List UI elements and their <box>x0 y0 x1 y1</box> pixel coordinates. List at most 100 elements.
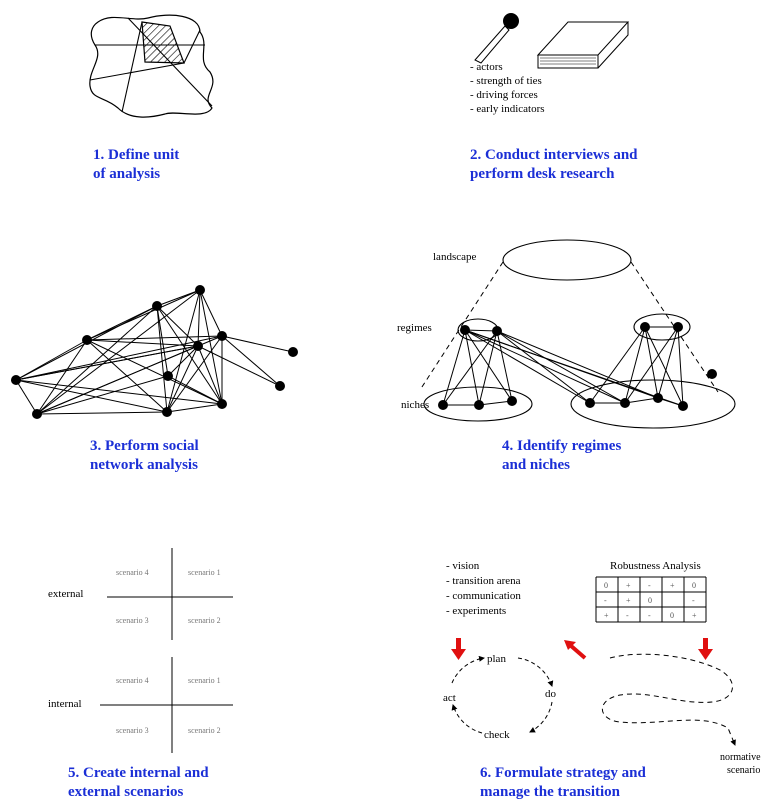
red-arrow-down-right <box>698 638 713 660</box>
robustness-cell: 0 <box>648 596 652 605</box>
network-node <box>288 347 298 357</box>
network-edge <box>15 379 38 415</box>
network-edge <box>199 289 223 337</box>
robustness-cell: + <box>692 611 697 620</box>
network-node <box>163 371 173 381</box>
internal-scenario-3: scenario 3 <box>116 726 149 735</box>
regime-niche-edge <box>442 330 498 406</box>
regime-niche-edge <box>496 330 659 399</box>
network-node <box>193 341 203 351</box>
network-edge <box>36 411 168 415</box>
network-edge <box>166 345 199 413</box>
caption-step-1-line1: 1. Define unit <box>93 147 180 163</box>
actor-node <box>507 396 517 406</box>
network-edge <box>36 339 88 415</box>
caption-step-3: 3. Perform social network analysis <box>90 437 199 475</box>
actor-node <box>460 325 470 335</box>
regime-niche-edge <box>478 400 513 406</box>
internal-scenario-2: scenario 2 <box>188 726 221 735</box>
actor-node <box>492 326 502 336</box>
regime-niche-edge <box>442 329 466 406</box>
caption-step-2: 2. Conduct interviews and perform desk r… <box>470 146 638 184</box>
regime-niche-edge <box>624 326 646 404</box>
caption-step-4-line2: and niches <box>502 457 570 473</box>
panel2-bullet-0: - actors <box>470 61 503 73</box>
actor-node <box>653 393 663 403</box>
actor-node <box>640 322 650 332</box>
network-node <box>32 409 42 419</box>
actor-node <box>474 400 484 410</box>
actor-node <box>620 398 630 408</box>
robustness-cell: + <box>604 611 609 620</box>
network-edge <box>86 339 223 405</box>
external-scenario-2: scenario 2 <box>188 616 221 625</box>
normative-label-line1: normative <box>720 752 761 763</box>
robustness-cell: + <box>626 596 631 605</box>
network-edge <box>221 335 281 387</box>
panel6-bullet-2: - communication <box>446 590 521 602</box>
network-edge <box>156 305 169 377</box>
caption-step-6-line2: manage the transition <box>480 784 620 800</box>
network-edge <box>197 289 201 347</box>
strategy-figure: - vision - transition arena - communicat… <box>443 560 761 776</box>
network-edge <box>167 345 199 377</box>
microphone-icon <box>503 13 519 29</box>
robustness-cell: - <box>692 596 695 605</box>
caption-step-4-line1: 4. Identify regimes <box>502 438 622 454</box>
internal-scenario-4: scenario 4 <box>116 676 149 685</box>
caption-step-5-line1: 5. Create internal and <box>68 765 209 781</box>
regime-niche-edge <box>496 330 591 404</box>
robustness-title: Robustness Analysis <box>610 560 701 572</box>
regime-niche-edge <box>464 329 480 406</box>
regime-niche-edge <box>657 326 679 399</box>
robustness-cell: 0 <box>670 611 674 620</box>
interview-figure: - actors - strength of ties - driving fo… <box>470 13 630 115</box>
actor-node <box>707 369 717 379</box>
actor-node <box>585 398 595 408</box>
regimes-label: regimes <box>397 322 432 334</box>
red-arrow-diagonal <box>564 640 587 660</box>
actor-node <box>678 401 688 411</box>
landscape-label: landscape <box>433 251 476 263</box>
network-node <box>162 407 172 417</box>
cycle-plan: plan <box>487 653 506 665</box>
caption-step-2-line2: perform desk research <box>470 166 615 182</box>
regimes-niches-figure: landscape regimes niches <box>397 239 736 429</box>
regime-niche-edge <box>464 329 498 332</box>
network-node <box>195 285 205 295</box>
external-scenario-3: scenario 3 <box>116 616 149 625</box>
caption-step-6: 6. Formulate strategy and manage the tra… <box>480 764 646 802</box>
caption-step-3-line1: 3. Perform social <box>90 438 199 454</box>
network-edge <box>156 305 199 347</box>
actor-node <box>438 400 448 410</box>
network-edge <box>36 375 169 415</box>
caption-step-5-line2: external scenarios <box>68 784 184 800</box>
external-scenario-4: scenario 4 <box>116 568 149 577</box>
network-edge <box>36 305 158 415</box>
robustness-cell: 0 <box>692 581 696 590</box>
caption-step-5: 5. Create internal and external scenario… <box>68 764 209 802</box>
network-node <box>11 375 21 385</box>
robustness-cell: 0 <box>604 581 608 590</box>
caption-step-1: 1. Define unit of analysis <box>93 146 179 184</box>
network-edge <box>199 289 223 405</box>
network-node <box>217 399 227 409</box>
regime-niche-edge <box>624 397 659 404</box>
cycle-do: do <box>545 688 557 700</box>
network-node <box>152 301 162 311</box>
red-arrow-down-left <box>451 638 466 660</box>
panel2-bullet-1: - strength of ties <box>470 75 542 87</box>
internal-label: internal <box>48 698 82 710</box>
book-icon <box>536 21 630 69</box>
network-edge <box>86 335 223 341</box>
social-network-figure <box>11 285 298 419</box>
regime-niche-edge <box>644 326 659 399</box>
network-edge <box>15 379 223 405</box>
network-node <box>275 381 285 391</box>
robustness-table: 0+-+0-+0-+--0+ <box>595 576 707 623</box>
network-edge <box>166 289 201 413</box>
internal-scenario-1: scenario 1 <box>188 676 221 685</box>
caption-step-1-line2: of analysis <box>93 166 161 182</box>
regime-niche-edge <box>677 326 684 407</box>
